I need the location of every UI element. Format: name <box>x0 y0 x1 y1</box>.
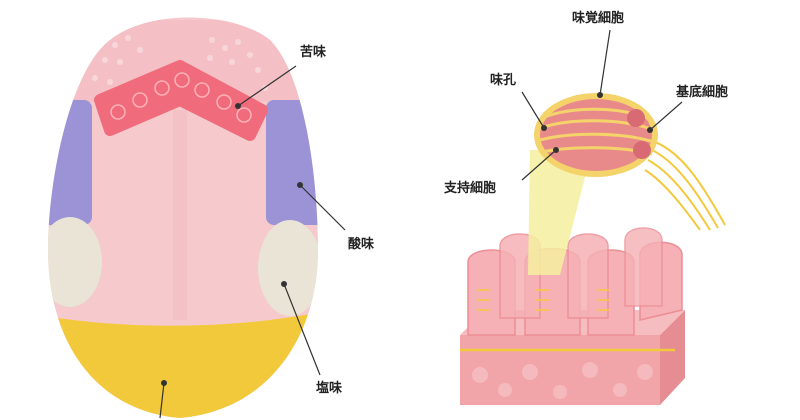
bitter-zone <box>94 60 268 141</box>
taste-pore-callout: 味孔 <box>490 72 547 131</box>
bitter-callout: 苦味 <box>235 44 326 109</box>
bitter-label: 苦味 <box>300 44 326 60</box>
supporting-cell-label: 支持細胞 <box>443 180 496 196</box>
basal-cell-label: 基底細胞 <box>675 84 728 100</box>
tongue <box>48 17 318 418</box>
basal-cell-callout: 基底細胞 <box>647 84 728 133</box>
basal-cell-a <box>627 109 645 127</box>
salty-zone-right <box>258 220 318 316</box>
supporting-cell-callout: 支持細胞 <box>443 147 559 196</box>
sweet-zone <box>48 310 318 418</box>
taste-cell-label: 味覚細胞 <box>572 10 624 26</box>
sour-zone-right <box>266 100 318 225</box>
sour-callout: 酸味 <box>297 182 374 252</box>
nerve-fibers <box>644 139 726 231</box>
taste-bud-zoom <box>534 93 726 231</box>
bud-cells <box>539 107 655 156</box>
tissue-cells <box>472 362 653 399</box>
taste-pore-label: 味孔 <box>490 72 516 88</box>
papillae-dots <box>92 35 268 91</box>
tissue-side <box>660 310 685 405</box>
bitter-papillae <box>110 72 252 123</box>
sour-label: 酸味 <box>348 236 374 252</box>
sour-zone-left <box>48 100 92 225</box>
tissue-block <box>460 227 685 405</box>
papilla-taste-buds <box>478 289 610 311</box>
salty-callout: 塩味 <box>281 281 342 396</box>
zoom-beam <box>528 150 592 275</box>
salty-zone-left <box>48 217 102 307</box>
sweet-callout <box>159 380 167 419</box>
basal-cell-b <box>633 141 651 159</box>
taste-cell-callout: 味覚細胞 <box>572 10 624 98</box>
salty-label: 塩味 <box>316 380 342 396</box>
